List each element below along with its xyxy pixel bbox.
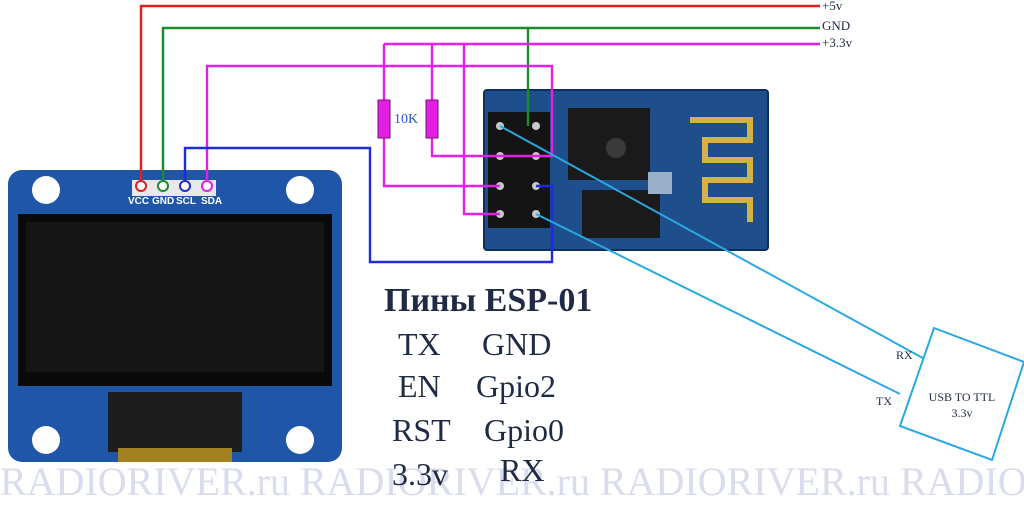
pinout-right-4: RX bbox=[500, 452, 545, 488]
oled-pin-sda: SDA bbox=[201, 196, 223, 207]
resistor-label: 10K bbox=[394, 112, 419, 127]
oled-pin-vcc: VCC bbox=[128, 196, 150, 207]
usb-label-line1: USB TO TTL bbox=[928, 390, 996, 404]
pinout-right-3: Gpio0 bbox=[484, 412, 564, 448]
usb-ttl-adapter bbox=[898, 326, 1024, 462]
usb-rx-label: RX bbox=[896, 348, 913, 362]
rail-label-3v3: +3.3v bbox=[822, 35, 853, 50]
pinout-right-2: Gpio2 bbox=[476, 368, 556, 404]
oled-pin-gnd: GND bbox=[152, 196, 175, 207]
rail-label-gnd: GND bbox=[822, 18, 851, 33]
oled-pin-scl: SCL bbox=[176, 196, 196, 207]
usb-label-line2: 3.3v bbox=[951, 406, 973, 420]
pinout-left-2: EN bbox=[398, 368, 441, 404]
esp01-board bbox=[483, 89, 769, 251]
pinout-left-4: 3.3v bbox=[392, 456, 448, 492]
pinout-title: Пины ESP-01 bbox=[384, 282, 593, 319]
rail-label-5v: +5v bbox=[822, 0, 843, 13]
oled-board bbox=[8, 170, 342, 462]
watermark: RADIORIVER.ru RADIORIVER.ru RADIORIVER.r… bbox=[0, 459, 1024, 504]
pinout-left-1: TX bbox=[398, 326, 441, 362]
pinout-left-3: RST bbox=[392, 412, 451, 448]
usb-tx-label: TX bbox=[876, 394, 892, 408]
pinout-right-1: GND bbox=[482, 326, 552, 362]
